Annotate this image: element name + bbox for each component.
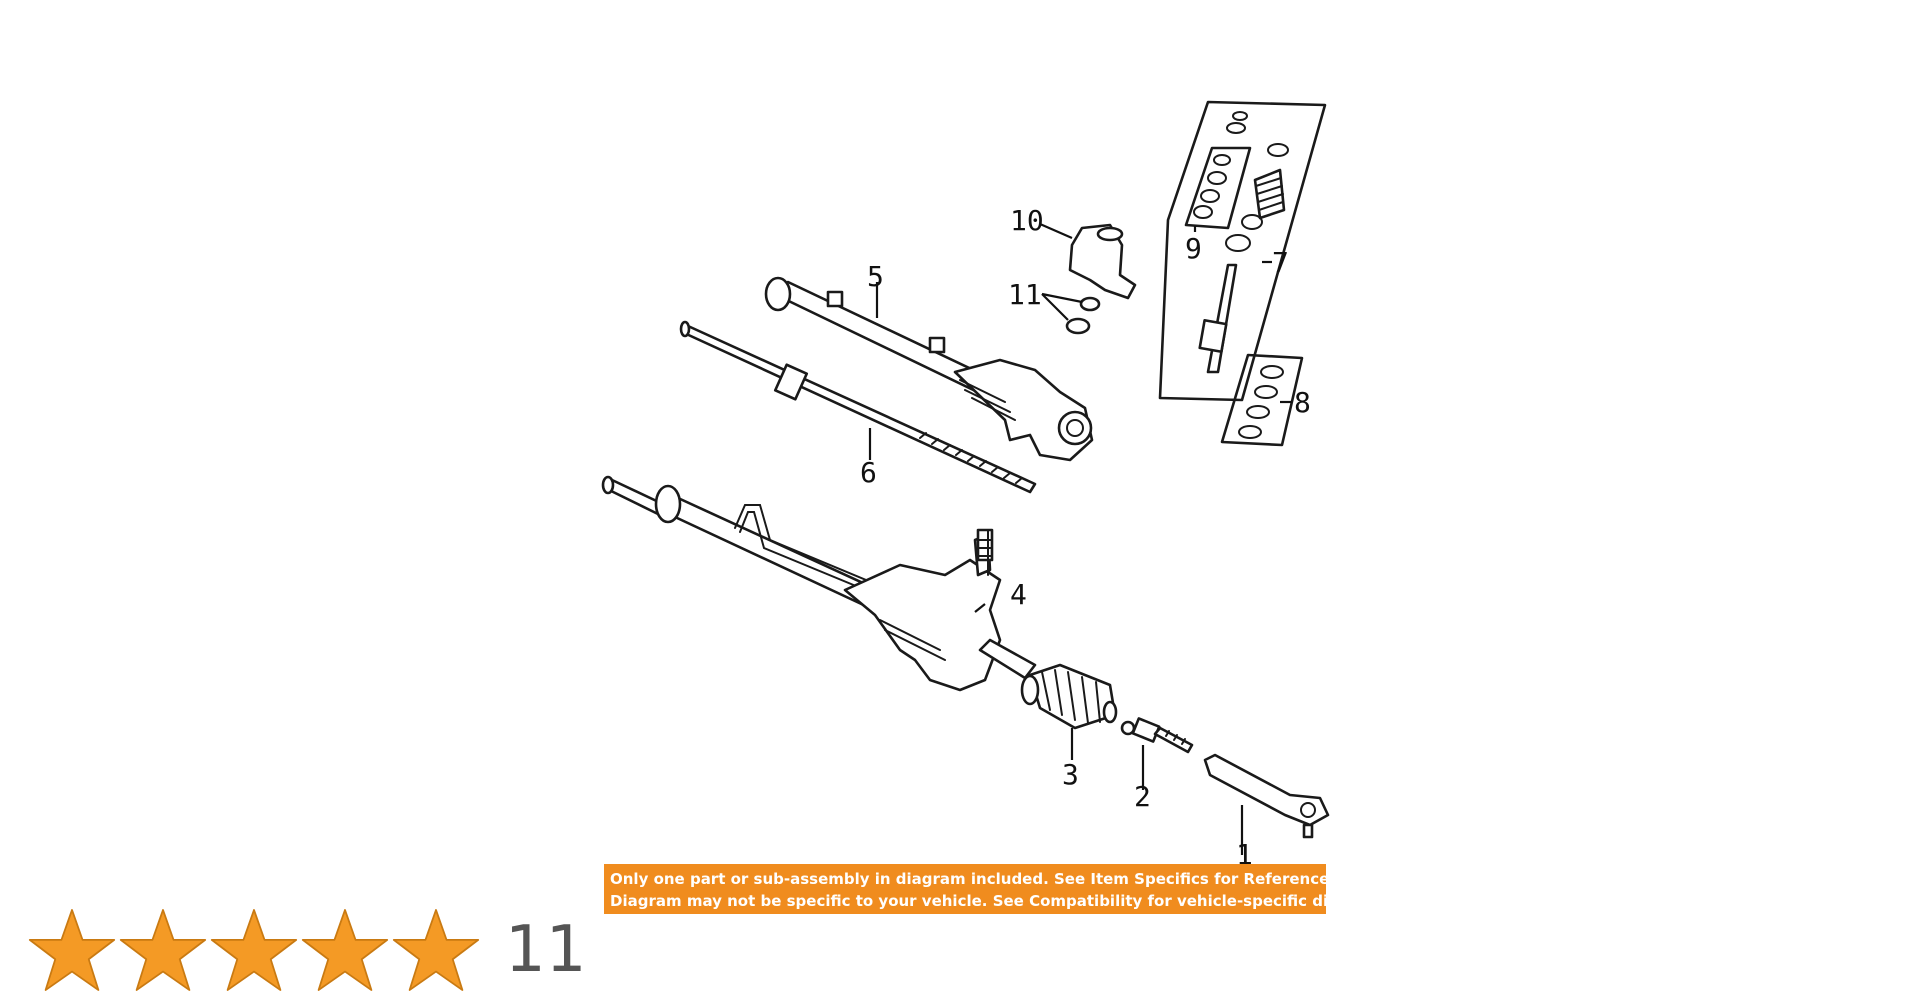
- callout-2: 2: [1134, 780, 1151, 813]
- callout-11: 11: [1008, 278, 1042, 311]
- callout-3: 3: [1062, 758, 1079, 791]
- callout-9: 9: [1185, 232, 1202, 265]
- callout-8: 8: [1294, 386, 1311, 419]
- callout-4: 4: [1010, 578, 1027, 611]
- part-9-seal-kit: [1184, 146, 1252, 230]
- callout-6: 6: [860, 456, 877, 489]
- callout-5: 5: [867, 260, 884, 293]
- callout-10: 10: [1010, 204, 1044, 237]
- disclaimer-line-1: Only one part or sub-assembly in diagram…: [610, 870, 1353, 888]
- part-5-housing: [764, 276, 1094, 462]
- callout-1: 1: [1236, 838, 1253, 871]
- leader-lines: [868, 222, 1292, 855]
- star-icon: [210, 909, 298, 991]
- callout-7: 7: [1272, 246, 1289, 279]
- rating-count: 11: [505, 913, 587, 987]
- part-7-valve-kit: [1158, 100, 1327, 402]
- part-11-seals: [1065, 296, 1101, 335]
- disclaimer-banner: Only one part or sub-assembly in diagram…: [604, 864, 1397, 914]
- part-1-tie-rod-end: [1203, 753, 1330, 839]
- part-6-rack-bar: [679, 320, 1037, 494]
- disclaimer-line-2: Diagram may not be specific to your vehi…: [610, 892, 1397, 910]
- part-10-valve-housing: [1068, 223, 1137, 300]
- part-2-inner-tie-rod: [1120, 717, 1194, 754]
- part-8-seal-kit: [1220, 353, 1304, 447]
- star-icon: [301, 909, 389, 991]
- part-3-boot: [1020, 663, 1118, 730]
- part-4-rack-assembly: [601, 475, 1037, 692]
- star-icon: [392, 909, 480, 991]
- star-icon: [28, 909, 116, 991]
- star-rating[interactable]: 11: [28, 905, 586, 995]
- star-icon: [119, 909, 207, 991]
